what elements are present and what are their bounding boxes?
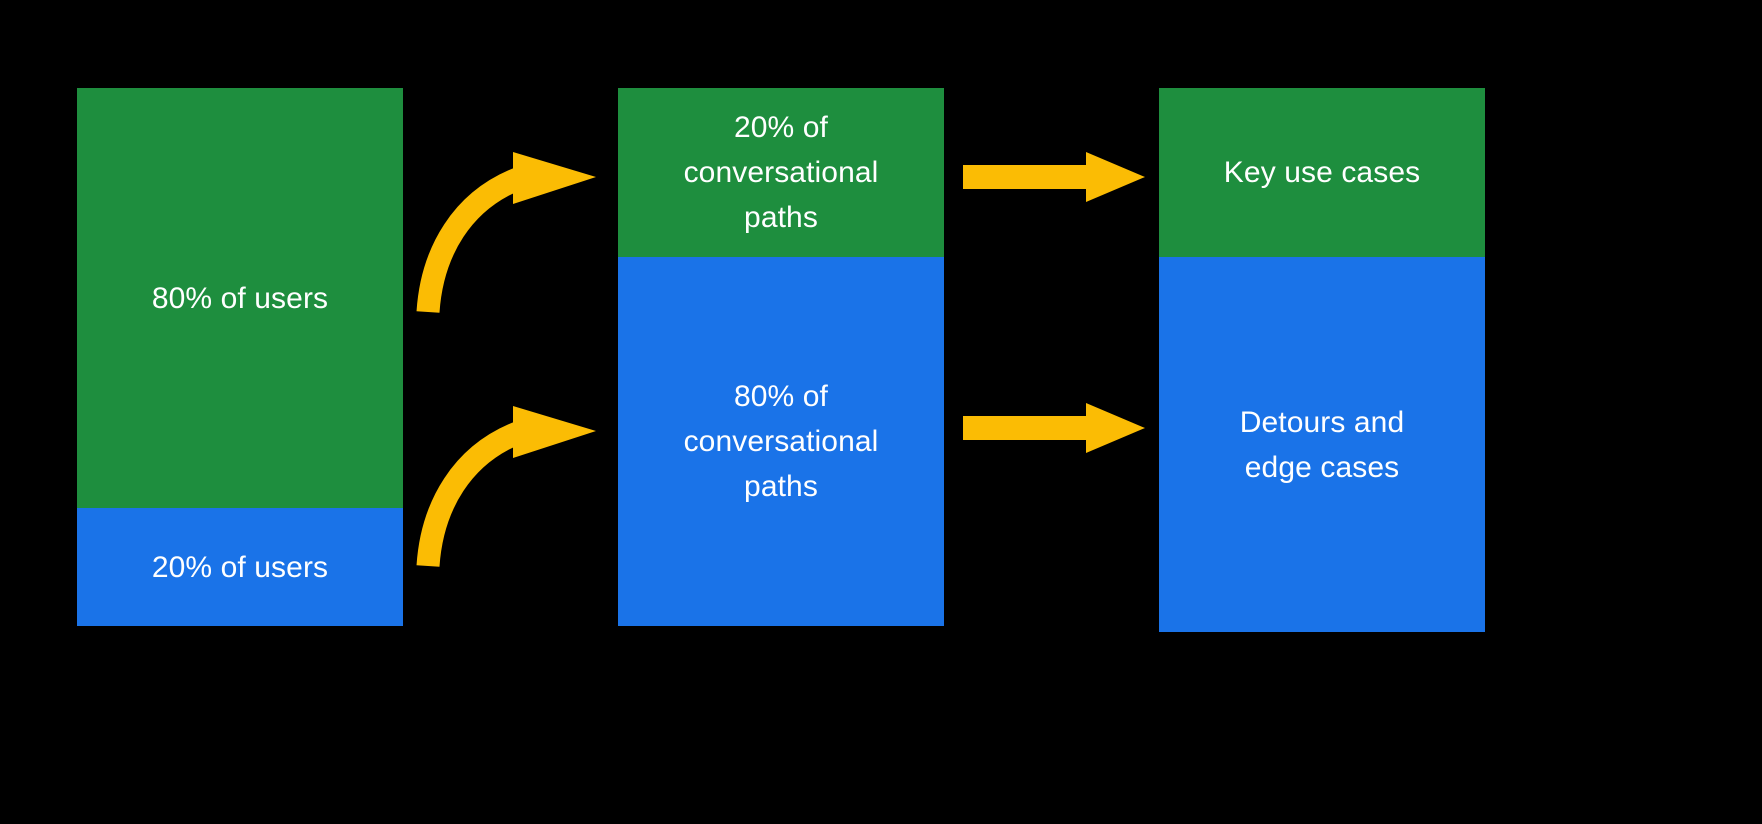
segment-label-minority-users: 20% of users <box>151 550 329 584</box>
column-users: 80% of users 20% of users <box>77 88 403 626</box>
curved-arrow-users-to-majority-paths <box>416 406 596 567</box>
segment-detours-edge-cases[interactable]: Detours and edge cases <box>1159 257 1485 632</box>
segment-label-minority-paths: 20% of conversational paths <box>683 111 879 234</box>
column-outcomes: Key use cases Detours and edge cases <box>1159 88 1485 632</box>
segment-minority-users[interactable]: 20% of users <box>77 508 403 626</box>
segment-majority-paths[interactable]: 80% of conversational paths <box>618 257 944 626</box>
segment-label-detours-edge-cases: Detours and edge cases <box>1239 405 1405 484</box>
segment-label-key-use-cases: Key use cases <box>1223 156 1421 189</box>
segment-key-use-cases[interactable]: Key use cases <box>1159 88 1485 257</box>
column-conversational-paths: 20% of conversational paths 80% of conve… <box>618 88 944 626</box>
curved-arrow-users-to-minority-paths <box>416 152 596 313</box>
segment-label-majority-users: 80% of users <box>151 281 329 315</box>
straight-arrow-majority-paths-to-detours <box>963 403 1145 453</box>
segment-label-majority-paths: 80% of conversational paths <box>683 380 879 503</box>
segment-majority-users[interactable]: 80% of users <box>77 88 403 508</box>
straight-arrow-minority-paths-to-key-use-cases <box>963 152 1145 202</box>
segment-minority-paths[interactable]: 20% of conversational paths <box>618 88 944 257</box>
